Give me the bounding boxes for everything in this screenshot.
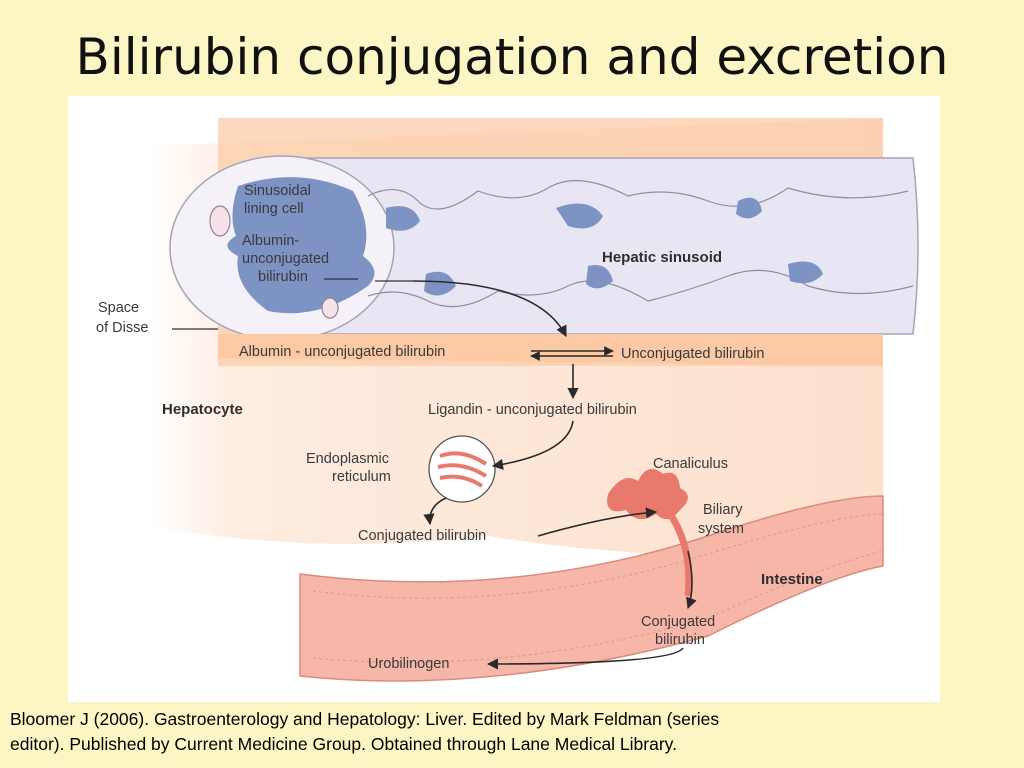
- nucleus: [736, 197, 762, 219]
- arrow-to-urobilinogen: [486, 647, 684, 670]
- label-space-of-disse-2: of Disse: [96, 320, 148, 336]
- arrow-to-canaliculus: [537, 507, 658, 537]
- label-er-1: Endoplasmic: [306, 451, 389, 467]
- label-space-of-disse-1: Space: [98, 300, 139, 316]
- arrow-down-biliary: [686, 550, 697, 610]
- vesicle: [321, 297, 339, 319]
- space-of-disse-band: [218, 334, 883, 366]
- nucleus: [586, 265, 613, 289]
- canaliculus: [607, 468, 688, 520]
- intestine: [299, 495, 884, 682]
- vesicle: [209, 205, 231, 237]
- label-unconjugated-bilirubin: Unconjugated bilirubin: [621, 346, 765, 362]
- arrow-to-albumin-complex: [412, 280, 567, 337]
- nucleus: [556, 203, 603, 229]
- arrow-to-conjugated: [423, 497, 447, 526]
- label-intestine: Intestine: [761, 571, 823, 588]
- nucleus: [424, 271, 456, 296]
- label-biliary-1: Biliary: [703, 502, 743, 518]
- label-albumin-3: bilirubin: [258, 269, 308, 285]
- er-membrane: [439, 451, 488, 466]
- arrow-to-er: [491, 420, 574, 470]
- endothelium-line: [367, 269, 914, 308]
- label-sinusoidal-lining-cell-1: Sinusoidal: [244, 183, 311, 199]
- slide-title: Bilirubin conjugation and excretion: [75, 28, 949, 86]
- citation: Bloomer J (2006). Gastroenterology and H…: [10, 707, 1010, 757]
- label-ligandin-complex: Ligandin - unconjugated bilirubin: [428, 402, 637, 418]
- citation-line: editor). Published by Current Medicine G…: [10, 734, 677, 754]
- label-sinusoidal-lining-cell-2: lining cell: [244, 201, 304, 217]
- er-membrane: [439, 474, 484, 488]
- label-hepatocyte: Hepatocyte: [162, 401, 243, 418]
- label-er-2: reticulum: [332, 469, 391, 485]
- intestine-villi-line: [312, 513, 884, 599]
- bilirubin-diagram: Sinusoidal lining cell Albumin- unconjug…: [96, 118, 919, 682]
- label-albumin-complex: Albumin - unconjugated bilirubin: [239, 344, 445, 360]
- label-albumin-1: Albumin-: [242, 233, 299, 249]
- intestine-villi-line: [312, 550, 884, 663]
- nucleus: [788, 261, 823, 284]
- label-canaliculus: Canaliculus: [653, 456, 728, 472]
- label-hepatic-sinusoid: Hepatic sinusoid: [602, 249, 722, 266]
- label-conjugated-bilirubin: Conjugated bilirubin: [358, 528, 486, 544]
- diagram-figure: Sinusoidal lining cell Albumin- unconjug…: [68, 96, 940, 702]
- biliary-duct: [665, 508, 693, 597]
- citation-line: Bloomer J (2006). Gastroenterology and H…: [10, 709, 720, 729]
- er-circle: [428, 435, 496, 503]
- label-biliary-2: system: [698, 521, 744, 537]
- endothelium-line: [367, 180, 909, 210]
- label-albumin-2: unconjugated: [242, 251, 329, 267]
- nucleus: [386, 206, 420, 231]
- label-conjugated-bilirubin-intestine-2: bilirubin: [655, 632, 705, 648]
- label-conjugated-bilirubin-intestine-1: Conjugated: [641, 614, 715, 630]
- label-urobilinogen: Urobilinogen: [368, 656, 449, 672]
- er-membrane: [437, 463, 488, 478]
